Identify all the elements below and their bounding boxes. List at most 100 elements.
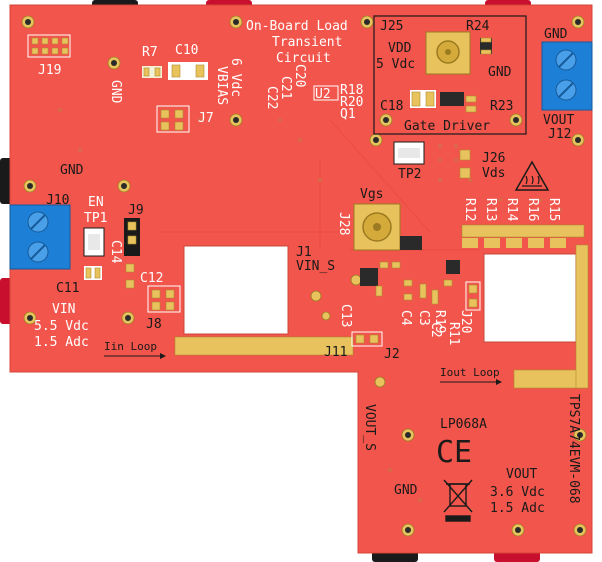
test-point-tp1[interactable]: [83, 227, 105, 257]
label-r15: R15: [546, 198, 561, 221]
label-r16: R16: [525, 198, 540, 221]
label-r20: R20: [340, 95, 363, 110]
label-gnd-left: GND: [60, 163, 84, 178]
label-vbias-voltage: 6 Vdc: [228, 58, 243, 97]
label-c10: C10: [175, 43, 198, 58]
iout-loop-pad-h: [513, 369, 585, 389]
gate-driver-components: [410, 90, 477, 113]
pcb-outline: [9, 4, 593, 554]
vias: [58, 108, 562, 512]
label-c3: C3: [416, 310, 431, 326]
label-c20: C20: [292, 64, 307, 87]
label-r11: R11: [446, 322, 461, 345]
label-j10: J10: [46, 193, 69, 208]
label-c12: C12: [140, 271, 163, 286]
mounting-holes: [21, 15, 587, 537]
label-gate-driver: Gate Driver: [404, 119, 490, 134]
r7-c10-components: [142, 62, 208, 80]
label-r19: R19: [432, 310, 447, 333]
label-vout-s: VOUT_S: [362, 404, 377, 451]
label-j19: J19: [38, 63, 61, 78]
cutout-right: [483, 253, 577, 343]
label-vdd-voltage: 5 Vdc: [376, 57, 415, 72]
label-c18: C18: [380, 99, 403, 114]
hot-surface-warning-icon: [514, 160, 550, 191]
label-vout-current: 1.5 Adc: [490, 501, 545, 516]
j8-header[interactable]: [147, 285, 181, 313]
label-en: EN: [88, 195, 104, 210]
input-caps: [84, 263, 135, 289]
label-r12: R12: [462, 198, 477, 221]
ce-mark: CE: [436, 435, 472, 470]
label-onboard-2: Transient: [272, 35, 342, 50]
label-board-name: TPS7A74EVM-068: [566, 394, 581, 504]
label-j20: J20: [458, 310, 473, 333]
label-j26: J26: [482, 151, 505, 166]
label-vin: VIN: [52, 302, 75, 317]
label-gnd-gate: GND: [488, 65, 512, 80]
label-j7: J7: [198, 111, 214, 126]
label-r23: R23: [490, 99, 513, 114]
label-vgs: Vgs: [360, 187, 383, 202]
u2-box: [313, 85, 339, 101]
label-onboard-1: On-Board Load: [246, 19, 348, 34]
label-vout-voltage: 3.6 Vdc: [490, 485, 545, 500]
j19-header[interactable]: [27, 34, 71, 58]
label-r14: R14: [504, 198, 519, 222]
label-j8: J8: [146, 317, 162, 332]
test-loop-vgs[interactable]: [353, 203, 401, 251]
cutout-left: [183, 245, 289, 335]
iout-loop-pad-v: [575, 244, 589, 389]
label-j9: J9: [128, 203, 144, 218]
label-j2: J2: [384, 347, 400, 362]
j20-header[interactable]: [465, 281, 481, 311]
j11-header[interactable]: [351, 331, 383, 347]
label-lp: LP068A: [440, 417, 487, 432]
label-j11: J11: [324, 345, 347, 360]
label-iin-loop: Iin Loop: [104, 340, 157, 353]
label-c4: C4: [398, 310, 413, 326]
terminal-block-j12[interactable]: [541, 41, 593, 111]
label-u2: U2: [315, 87, 331, 102]
j7-header[interactable]: [156, 105, 190, 133]
jumper-j9[interactable]: [124, 218, 140, 256]
label-tp1: TP1: [84, 211, 107, 226]
label-vin-current: 1.5 Adc: [34, 335, 89, 350]
label-r24: R24: [466, 19, 490, 34]
load-resistor-array: [462, 238, 566, 248]
label-c13: C13: [338, 304, 353, 327]
label-c14: C14: [108, 240, 123, 264]
label-gnd-right: GND: [544, 27, 568, 42]
label-r18: R18: [340, 83, 363, 98]
label-vout: VOUT: [506, 467, 537, 482]
label-vin-s: VIN_S: [296, 259, 335, 274]
label-vds: Vds: [482, 166, 505, 181]
test-point-tp2[interactable]: [393, 141, 425, 165]
label-iout-loop: Iout Loop: [440, 366, 500, 379]
label-q1: Q1: [340, 107, 356, 122]
label-tp2: TP2: [398, 167, 421, 182]
weee-bin-icon: [443, 479, 473, 522]
label-c2: C2: [428, 322, 443, 338]
top-right-pad-strip: [461, 224, 585, 238]
label-vin-voltage: 5.5 Vdc: [34, 319, 89, 334]
gate-driver-box: [373, 15, 527, 135]
label-j25: J25: [380, 19, 403, 34]
label-vbias: VBIAS: [214, 66, 229, 105]
label-gnd-top: GND: [108, 80, 123, 104]
label-c21: C21: [278, 76, 293, 99]
terminal-block-j10[interactable]: [9, 204, 71, 270]
j26-pins[interactable]: [459, 149, 471, 179]
potentiometer-r24[interactable]: [425, 31, 471, 75]
ldo-region: [360, 236, 460, 305]
label-j12: J12: [548, 127, 571, 142]
label-j1: J1: [296, 245, 312, 260]
label-onboard-3: Circuit: [276, 51, 331, 66]
label-c22: C22: [264, 86, 279, 109]
label-c11: C11: [56, 281, 79, 296]
label-r7: R7: [142, 45, 158, 60]
label-vdd: VDD: [388, 41, 412, 56]
label-gnd-bottom: GND: [394, 483, 418, 498]
label-r13: R13: [483, 198, 498, 221]
